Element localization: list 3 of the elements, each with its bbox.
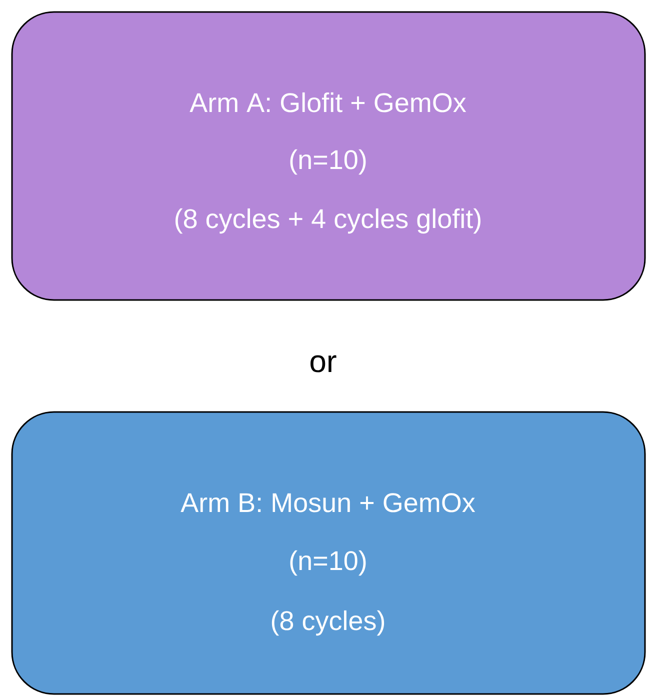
arm-box: Arm B: Mosun + GemOx (n=10) (8 cycles)	[11, 411, 646, 695]
arm-box: Arm A: Glofit + GemOx (n=10) (8 cycles + 4 cycles glofit)	[11, 11, 646, 301]
connector-word: or	[310, 355, 336, 372]
